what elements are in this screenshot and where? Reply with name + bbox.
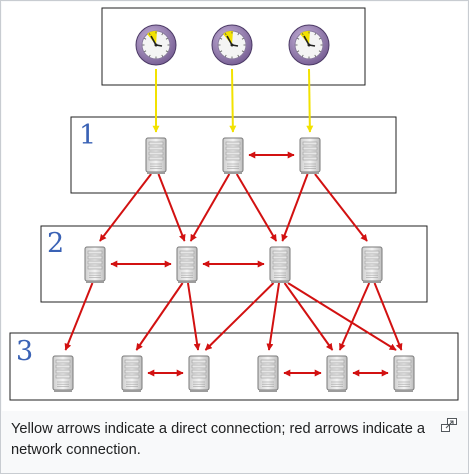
server-icon (145, 137, 167, 174)
network-connection-arrow (189, 173, 231, 242)
server-icon (326, 355, 348, 392)
network-connection-arrow (287, 282, 397, 351)
diagram-canvas: 1 2 3 (9, 7, 459, 401)
ntp-strata-diagram: 1 2 3 (2, 2, 467, 411)
server-icon (222, 137, 244, 174)
clock-icon (135, 24, 177, 66)
server-icon (121, 355, 143, 392)
server-icon (299, 137, 321, 174)
diagram-nodes (52, 24, 415, 392)
stratum-1-label: 1 (79, 120, 96, 151)
clock-icon (288, 24, 330, 66)
network-connection-arrow (314, 173, 368, 242)
network-connection-arrow (135, 282, 184, 351)
server-icon (188, 355, 210, 392)
network-connection-arrow (64, 282, 94, 351)
network-connection-arrow (281, 173, 309, 242)
network-connection-arrow (235, 173, 278, 242)
server-icon (84, 246, 106, 283)
clock-icon (211, 24, 253, 66)
network-connection-arrow (204, 282, 275, 351)
network-connection-arrow (157, 173, 186, 242)
figure-caption: Yellow arrows indicate a direct connecti… (11, 421, 425, 458)
network-connection-arrow (99, 173, 152, 242)
server-icon (52, 355, 74, 392)
stratum-3-box (9, 332, 459, 401)
server-icon (257, 355, 279, 392)
enlarge-icon[interactable] (441, 418, 457, 432)
server-icon (361, 246, 383, 283)
server-icon (393, 355, 415, 392)
connection-arrows (64, 68, 403, 377)
stratum-3-label: 3 (16, 336, 33, 367)
network-connection-arrow (373, 282, 403, 351)
network-connection-arrow (186, 282, 201, 351)
server-icon (176, 246, 198, 283)
direct-connection-arrow (306, 68, 314, 133)
stratum-2-label: 2 (47, 228, 64, 259)
direct-connection-arrow (229, 68, 237, 133)
network-connection-arrow (283, 282, 334, 351)
network-connection-arrow (266, 282, 281, 351)
server-icon (269, 246, 291, 283)
network-connection-arrow (338, 282, 371, 351)
